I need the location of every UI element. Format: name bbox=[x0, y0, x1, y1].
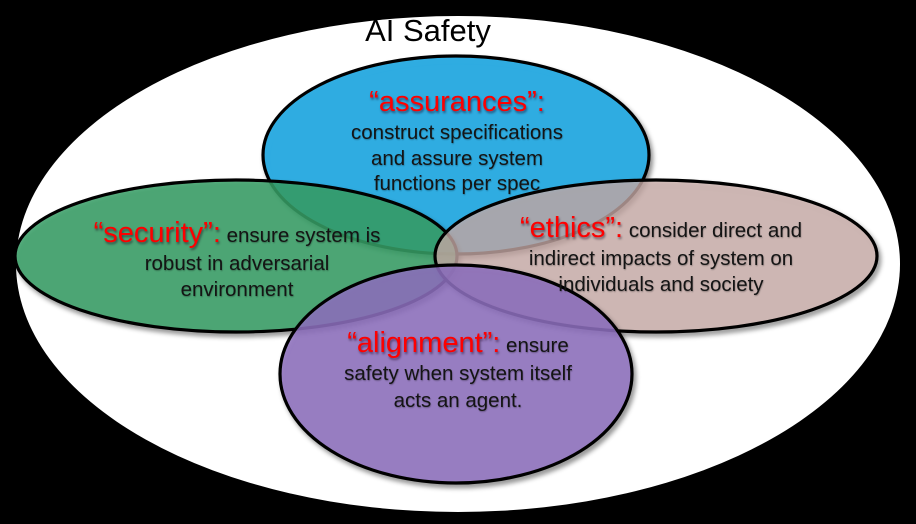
assurances-label: “assurances”: construct specifications a… bbox=[351, 86, 563, 197]
security-term: “security”: bbox=[93, 217, 221, 249]
ethics-desc-line: individuals and society bbox=[558, 273, 764, 296]
alignment-desc-line: safety when system itself bbox=[344, 362, 572, 385]
alignment-ellipse bbox=[278, 263, 634, 485]
assurances-desc-line: and assure system bbox=[370, 146, 544, 170]
security-label: “security”: ensure system is robust in a… bbox=[94, 217, 381, 303]
ethics-desc-inline: consider direct and bbox=[623, 219, 803, 242]
security-desc-line: environment bbox=[180, 278, 294, 301]
assurances-desc-line: functions per spec bbox=[373, 172, 541, 195]
ethics-label: “ethics”: consider direct and indirect i… bbox=[520, 212, 802, 298]
assurances-desc-line: construct specifications bbox=[351, 121, 563, 144]
alignment-desc-inline: ensure bbox=[500, 334, 569, 357]
security-desc-line: robust in adversarial bbox=[144, 252, 330, 275]
alignment-term: “alignment”: bbox=[347, 327, 501, 359]
assurances-term: “assurances”: bbox=[369, 86, 545, 118]
diagram-title: AI Safety bbox=[365, 13, 491, 48]
alignment-desc-line: acts an agent. bbox=[393, 388, 523, 412]
security-desc-inline: ensure system is bbox=[220, 224, 381, 247]
ethics-desc-line: indirect impacts of system on bbox=[528, 247, 794, 270]
ethics-term: “ethics”: bbox=[519, 212, 624, 244]
alignment-label: “alignment”: ensure safety when system i… bbox=[344, 327, 572, 414]
